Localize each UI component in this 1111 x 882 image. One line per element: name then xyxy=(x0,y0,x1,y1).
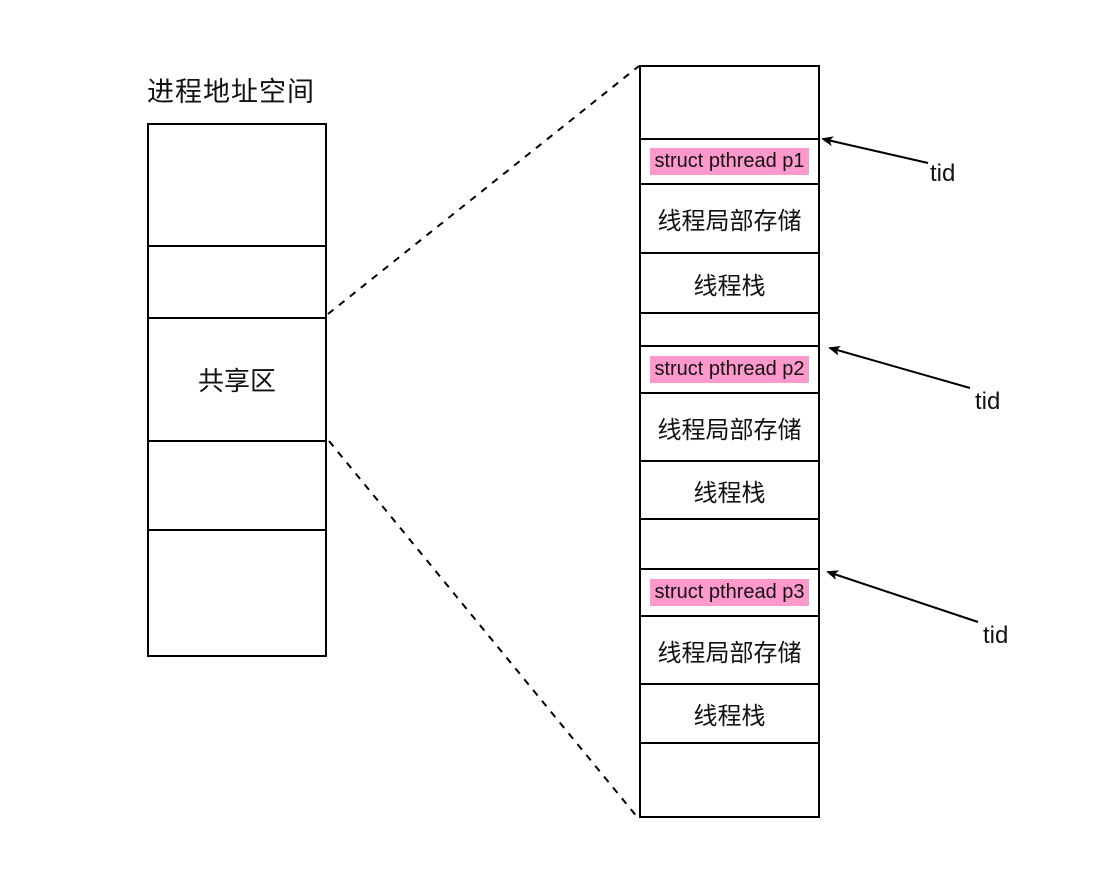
pthread-struct-label: struct pthread p1 xyxy=(650,148,809,175)
tid-arrow-p3 xyxy=(826,570,979,623)
address-space-segment xyxy=(149,125,325,245)
memory-cell-thread-local-storage: 线程局部存储 xyxy=(641,392,818,460)
memory-cell-pthread-struct: struct pthread p2 xyxy=(641,345,818,392)
address-space-segment xyxy=(149,529,325,655)
cell-label: 线程局部存储 xyxy=(657,208,802,235)
memory-cell-thread-stack: 线程栈 xyxy=(641,683,818,742)
cell-label: 线程栈 xyxy=(693,272,766,300)
zoom-dashed-line-bottom xyxy=(328,440,639,819)
shared-region-segment: 共享区 xyxy=(149,317,325,440)
memory-cell-empty xyxy=(641,742,818,816)
pthread-struct-label: struct pthread p2 xyxy=(650,356,809,383)
pthread-struct-label: struct pthread p3 xyxy=(650,579,809,606)
cell-label: 线程局部存储 xyxy=(657,639,802,667)
tid-label-p1: tid xyxy=(930,160,956,187)
memory-cell-empty xyxy=(641,518,818,568)
memory-cell-empty xyxy=(641,67,818,138)
memory-cell-thread-local-storage: 线程局部存储 xyxy=(641,615,818,683)
address-space-segment xyxy=(149,245,325,317)
memory-cell-thread-local-storage: 线程局部存储 xyxy=(641,183,818,252)
shared-region-detail-column: struct pthread p1 线程局部存储 线程栈 struct pthr… xyxy=(639,65,820,818)
tid-label-p2: tid xyxy=(975,388,1001,415)
page-title: 进程地址空间 xyxy=(147,77,315,107)
cell-label: 线程栈 xyxy=(693,479,766,507)
memory-cell-empty xyxy=(641,312,818,345)
address-space-segment xyxy=(149,440,325,529)
tid-arrow-p2 xyxy=(828,345,971,389)
shared-region-label: 共享区 xyxy=(197,366,276,396)
process-address-space-column: 共享区 xyxy=(147,123,327,657)
memory-cell-thread-stack: 线程栈 xyxy=(641,252,818,312)
tid-arrow-p1 xyxy=(821,136,929,164)
cell-label: 线程局部存储 xyxy=(657,416,802,444)
cell-label: 线程栈 xyxy=(693,703,766,730)
memory-cell-pthread-struct: struct pthread p1 xyxy=(641,138,818,183)
memory-cell-thread-stack: 线程栈 xyxy=(641,460,818,518)
memory-cell-pthread-struct: struct pthread p3 xyxy=(641,568,818,615)
tid-label-p3: tid xyxy=(983,622,1009,649)
zoom-dashed-line-top xyxy=(327,65,640,315)
